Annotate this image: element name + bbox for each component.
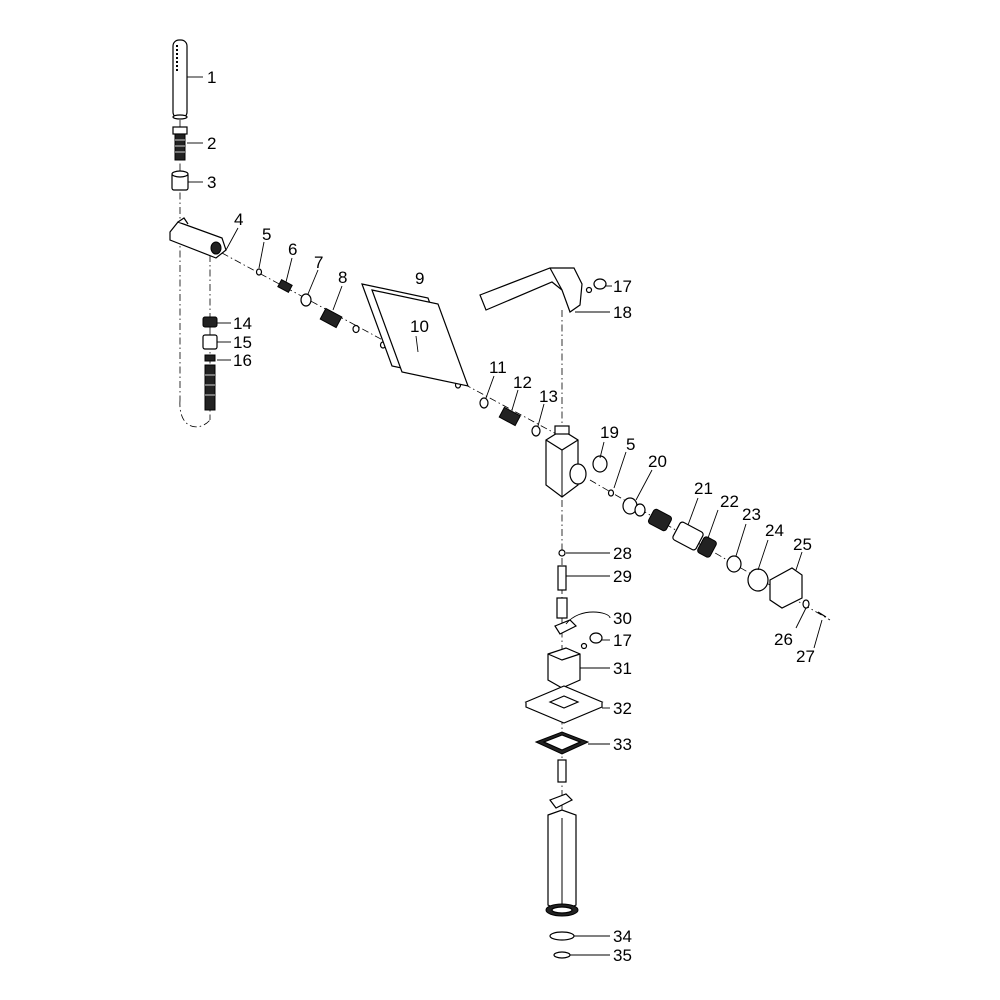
label-27: 27	[796, 647, 815, 666]
label-14: 14	[233, 314, 252, 333]
hose-nut-part-2	[172, 126, 188, 161]
spout-part-18	[479, 267, 583, 313]
diverter-parts-chain	[255, 268, 541, 437]
lower-column-parts	[524, 549, 604, 959]
label-6: 6	[288, 240, 297, 259]
label-31: 31	[613, 659, 632, 678]
shower-holder-part-4	[169, 217, 227, 259]
label-24: 24	[765, 521, 784, 540]
label-7: 7	[314, 253, 323, 272]
label-29: 29	[613, 567, 632, 586]
label-19: 19	[600, 423, 619, 442]
label-13: 13	[539, 387, 558, 406]
hand-shower-part-1	[172, 39, 188, 120]
label-23: 23	[742, 505, 761, 524]
label-8: 8	[338, 268, 347, 287]
leader-lines	[187, 76, 823, 956]
label-1: 1	[207, 68, 216, 87]
label-2: 2	[207, 134, 216, 153]
label-4: 4	[234, 210, 243, 229]
label-21: 21	[694, 479, 713, 498]
label-11: 11	[489, 358, 507, 377]
label-33: 33	[613, 735, 632, 754]
callout-labels: 1 2 3 4 5 6 7 8 9 10 11 12 13 14 15 16 1…	[207, 68, 815, 965]
label-34: 34	[613, 927, 632, 946]
label-32: 32	[613, 699, 632, 718]
label-25: 25	[793, 535, 812, 554]
label-28: 28	[613, 544, 632, 563]
label-26: 26	[774, 630, 793, 649]
label-3: 3	[207, 173, 216, 192]
label-35: 35	[613, 946, 632, 965]
label-5-lower: 5	[626, 435, 635, 454]
label-16: 16	[233, 351, 252, 370]
label-10: 10	[410, 317, 429, 336]
label-18: 18	[613, 303, 632, 322]
label-5-upper: 5	[262, 225, 271, 244]
label-30: 30	[613, 609, 632, 628]
assembly-axes	[179, 120, 831, 815]
label-12: 12	[513, 373, 532, 392]
label-20: 20	[648, 452, 667, 471]
label-22: 22	[720, 492, 739, 511]
label-9: 9	[415, 269, 424, 288]
mixer-body	[545, 425, 608, 498]
label-17-top: 17	[613, 277, 632, 296]
hose-parts-14-16	[202, 316, 218, 411]
screw-part-17-top	[585, 278, 607, 294]
cartridge-parts-chain	[607, 489, 827, 618]
label-15: 15	[233, 333, 252, 352]
cone-part-3	[171, 170, 189, 191]
label-17-lower: 17	[613, 631, 632, 650]
